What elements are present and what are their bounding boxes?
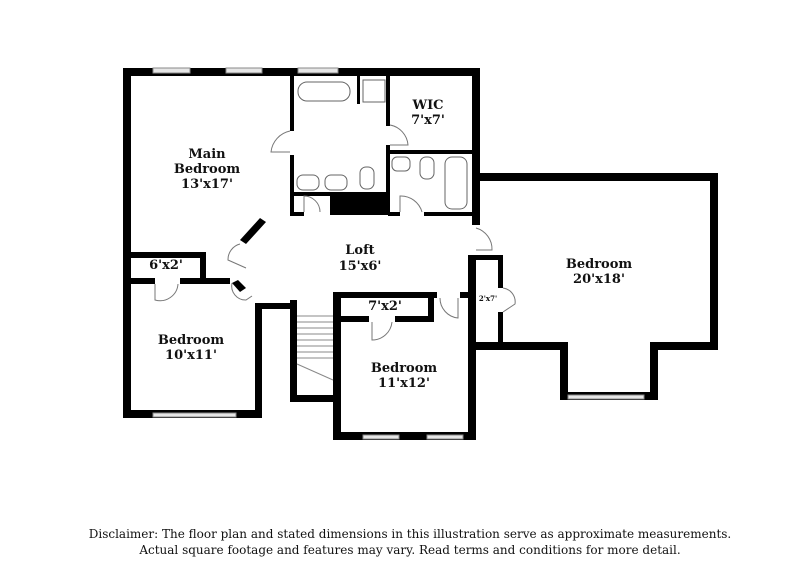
closet-7x2-size: 7'x2' xyxy=(368,299,402,314)
wic-size: 7'x7' xyxy=(411,113,445,128)
stairs xyxy=(296,315,334,381)
bedroom-middle-size: 11'x12' xyxy=(378,376,430,391)
doors xyxy=(154,124,516,341)
windows xyxy=(152,67,645,440)
main-bedroom-name-1: Main xyxy=(188,147,226,162)
closet-2x7-size: 2'x7' xyxy=(479,294,497,303)
bedroom-left-size: 10'x11' xyxy=(165,348,217,363)
loft-name: Loft xyxy=(345,243,374,258)
bedroom-large-size: 20'x18' xyxy=(573,272,625,287)
bedroom-large-name: Bedroom xyxy=(566,257,633,272)
wic-name: WIC xyxy=(411,98,443,113)
room-labels: Main Bedroom 13'x17' WIC 7'x7' Loft 15'x… xyxy=(149,98,632,391)
bedroom-middle-name: Bedroom xyxy=(371,361,438,376)
loft-size: 15'x6' xyxy=(339,259,382,274)
fixtures xyxy=(296,79,468,381)
main-bedroom-name-2: Bedroom xyxy=(174,162,241,177)
closet-6x2-size: 6'x2' xyxy=(149,258,183,273)
disclaimer-line-1: Disclaimer: The floor plan and stated di… xyxy=(88,527,732,541)
disclaimer-line-2: Actual square footage and features may v… xyxy=(139,543,681,557)
bedroom-left-name: Bedroom xyxy=(158,333,225,348)
main-bedroom-size: 13'x17' xyxy=(181,177,233,192)
